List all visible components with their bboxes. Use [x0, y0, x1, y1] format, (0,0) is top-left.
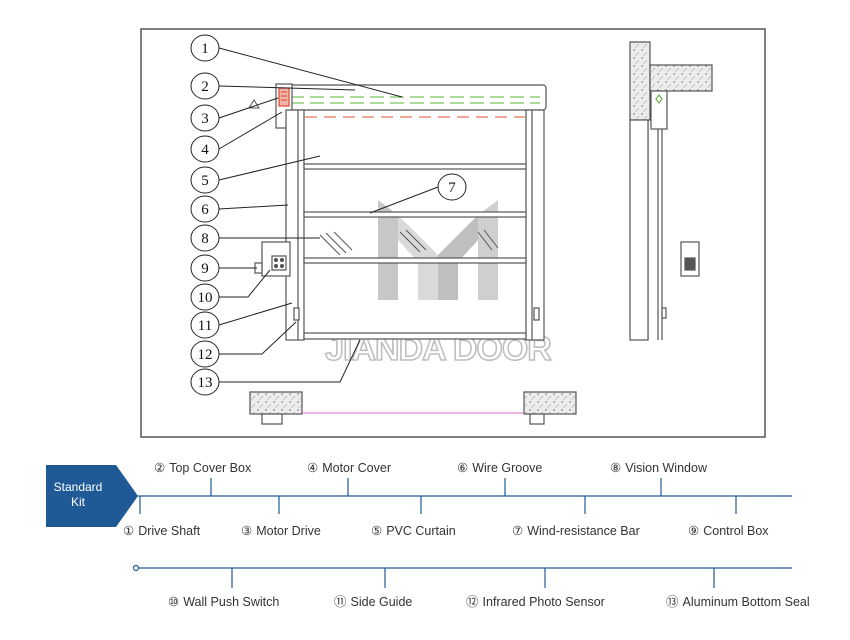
svg-text:11: 11: [198, 318, 212, 334]
legend-number: ⑦: [512, 524, 524, 538]
wind-bar-3: [303, 257, 527, 264]
legend-label: Aluminum Bottom Seal: [682, 595, 810, 609]
svg-text:3: 3: [201, 111, 209, 127]
svg-text:8: 8: [201, 231, 209, 247]
legend-number: ⑨: [688, 524, 700, 538]
legend-number: ①: [123, 524, 135, 538]
kit-line1: Standard: [53, 480, 103, 494]
diagram-frame: [140, 28, 766, 438]
legend-number: ⑥: [457, 461, 469, 475]
svg-text:5: 5: [201, 173, 209, 189]
callout-9: 9: [190, 254, 220, 282]
door-side-view: [629, 41, 713, 341]
svg-text:4: 4: [201, 142, 209, 158]
wind-bar-1: [303, 163, 527, 170]
legend-label: Side Guide: [350, 595, 413, 609]
wind-bar-2: [303, 211, 527, 218]
legend-label: Control Box: [703, 524, 769, 538]
svg-text:6: 6: [201, 202, 209, 218]
legend-number: ③: [241, 524, 253, 538]
door-front-view: [248, 83, 577, 425]
callout-10: 10: [190, 283, 220, 311]
left-side-guide: [285, 109, 305, 341]
side-cover: [650, 90, 668, 130]
callout-6: 6: [190, 195, 220, 223]
legend-number: ⑤: [371, 524, 383, 538]
legend-label: Vision Window: [625, 461, 707, 475]
svg-text:2: 2: [201, 79, 209, 95]
callout-1: 1: [190, 34, 220, 62]
callout-5: 5: [190, 166, 220, 194]
legend-label: Drive Shaft: [138, 524, 201, 538]
right-side-guide: [525, 109, 545, 341]
legend-label: Wire Groove: [472, 461, 543, 475]
legend-number: ②: [154, 461, 166, 475]
legend-label: Motor Drive: [256, 524, 321, 538]
legend-number: ⑬: [666, 595, 679, 609]
legend-label: Wind-resistance Bar: [527, 524, 640, 538]
svg-text:10: 10: [198, 290, 213, 306]
svg-text:13: 13: [198, 375, 213, 391]
legend-label: Infrared Photo Sensor: [482, 595, 605, 609]
callout-4: 4: [190, 135, 220, 163]
callout-11: 11: [190, 311, 220, 339]
legend-number: ⑩: [168, 595, 180, 609]
callout-8: 8: [190, 224, 220, 252]
legend-number: ⑪: [334, 595, 347, 609]
callout-2: 2: [190, 72, 220, 100]
legend-number: ④: [307, 461, 319, 475]
legend-number: ⑧: [610, 461, 622, 475]
callout-3: 3: [190, 104, 220, 132]
legend-label: Top Cover Box: [169, 461, 252, 475]
kit-line2: Kit: [70, 495, 85, 509]
legend-number: ⑫: [466, 595, 479, 609]
svg-text:12: 12: [198, 347, 213, 363]
bottom-seal: [303, 332, 527, 340]
standard-kit-label: Standard Kit: [46, 480, 110, 510]
callout-12: 12: [190, 340, 220, 368]
legend-label: PVC Curtain: [386, 524, 456, 538]
standard-kit-badge: [46, 465, 138, 527]
callout-7: 7: [437, 173, 467, 201]
svg-text:1: 1: [201, 41, 209, 57]
vision-window: [319, 229, 499, 256]
svg-text:9: 9: [201, 261, 209, 277]
legend-label: Wall Push Switch: [183, 595, 280, 609]
svg-text:7: 7: [448, 180, 456, 196]
legend-label: Motor Cover: [322, 461, 391, 475]
callout-13: 13: [190, 368, 220, 396]
